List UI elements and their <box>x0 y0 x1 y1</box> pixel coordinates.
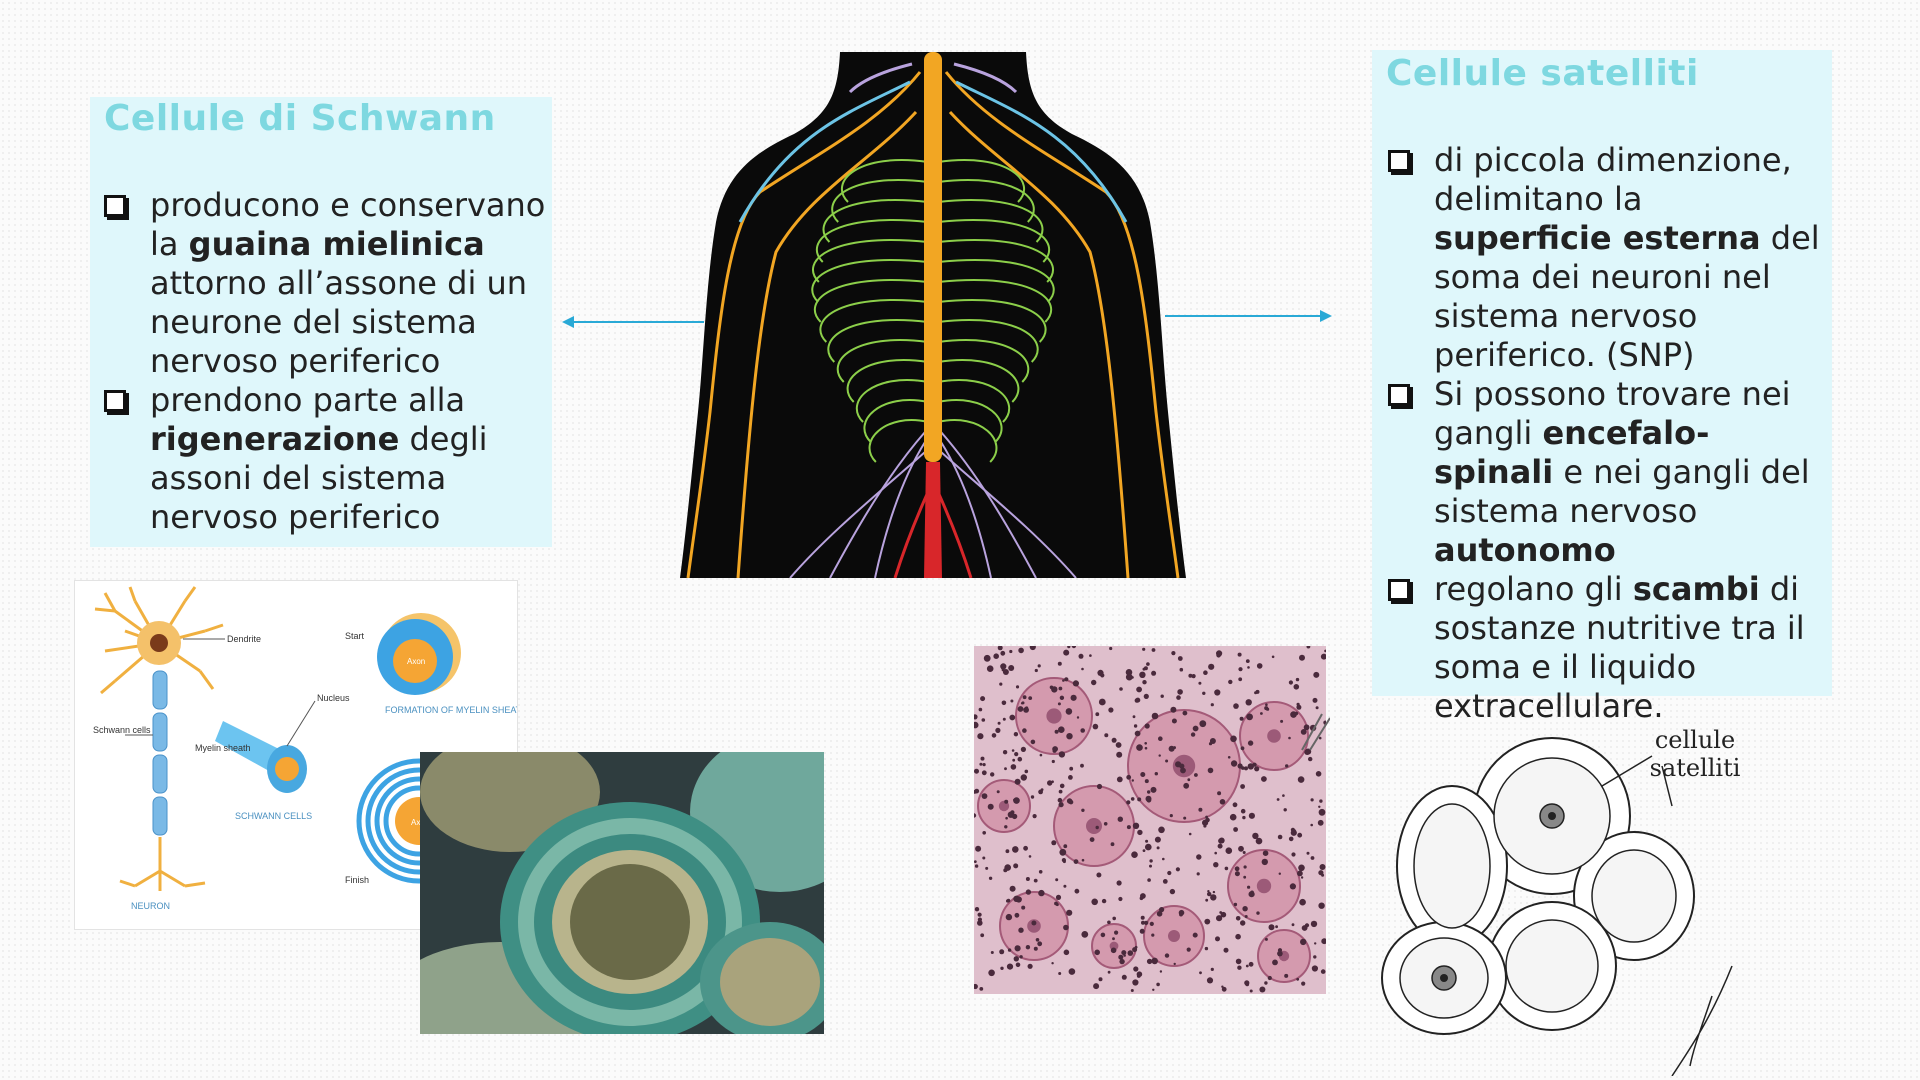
bold-term: encefalo-spinali <box>1434 414 1710 491</box>
myelin-sem-photo <box>420 752 824 1034</box>
text-run: di piccola dimenzione, delimitano la <box>1434 141 1792 218</box>
schwann-panel <box>90 97 552 547</box>
myelin-sheath-label: Myelin sheath <box>195 743 251 753</box>
satellite-bullet-list: di piccola dimenzione, delimitano la sup… <box>1388 141 1828 726</box>
text-run: Si possono trovare nei gangli <box>1434 375 1791 452</box>
formation-caption: FORMATION OF MYELIN SHEATH <box>385 705 517 715</box>
bullet-text: di piccola dimenzione, delimitano la sup… <box>1434 141 1820 374</box>
satellite-title: Cellule satelliti <box>1386 53 1699 94</box>
text-run: di sostanze nutritive tra il soma e il l… <box>1434 570 1805 725</box>
satellite-histology-photo <box>974 646 1326 994</box>
text-run: prendono parte alla <box>150 381 466 419</box>
text-run: producono e conservano la <box>150 186 546 263</box>
satellite-cells-drawing <box>1372 716 1772 1076</box>
bold-term: scambi <box>1632 570 1760 608</box>
neuron-caption: NEURON <box>131 901 170 911</box>
schwann-title: Cellule di Schwann <box>104 98 496 139</box>
schwann-cells-label: Schwann cells <box>93 725 151 735</box>
schwann-bullet-list: producono e conservano la guaina mielini… <box>104 186 552 537</box>
text-run: attorno all’assone di un neurone del sis… <box>150 264 528 380</box>
bullet-item: producono e conservano la guaina mielini… <box>104 186 552 381</box>
text-run: e nei gangli del sistema nervoso <box>1434 453 1810 530</box>
start-label: Start <box>345 631 365 641</box>
bullet-text: prendono parte alla rigenerazione degli … <box>150 381 488 536</box>
checkbox-bullet-icon <box>1388 384 1410 406</box>
bold-term: autonomo <box>1434 531 1616 569</box>
bold-term: superficie esterna <box>1434 219 1761 257</box>
dendrite-label: Dendrite <box>227 634 261 644</box>
bullet-text: regolano gli scambi di sostanze nutritiv… <box>1434 570 1805 725</box>
checkbox-bullet-icon <box>1388 579 1410 601</box>
bold-term: guaina mielinica <box>188 225 485 263</box>
text-run: regolano gli <box>1434 570 1633 608</box>
text-run: degli assoni del sistema nervoso perifer… <box>150 420 488 536</box>
nucleus-label: Nucleus <box>317 693 350 703</box>
bullet-text: Si possono trovare nei gangli encefalo-s… <box>1434 375 1810 569</box>
bold-term: rigenerazione <box>150 420 400 458</box>
satellite-panel <box>1372 50 1832 696</box>
satellite-cells-label: cellule satelliti <box>1649 726 1741 782</box>
axon-label-start: Axon <box>407 657 425 666</box>
checkbox-bullet-icon <box>104 195 126 217</box>
bullet-item: Si possono trovare nei gangli encefalo-s… <box>1388 375 1828 570</box>
bullet-item: prendono parte alla rigenerazione degli … <box>104 381 552 537</box>
finish-label: Finish <box>345 875 369 885</box>
bullet-text: producono e conservano la guaina mielini… <box>150 186 545 380</box>
histology-label-lines <box>1300 712 1331 752</box>
checkbox-bullet-icon <box>104 390 126 412</box>
checkbox-bullet-icon <box>1388 150 1410 172</box>
bullet-item: regolano gli scambi di sostanze nutritiv… <box>1388 570 1828 726</box>
schwann-cells-caption: SCHWANN CELLS <box>235 811 312 821</box>
bullet-item: di piccola dimenzione, delimitano la sup… <box>1388 141 1828 375</box>
text-run: del soma dei neuroni nel sistema nervoso… <box>1434 219 1820 374</box>
nervous-system-illustration <box>680 52 1186 578</box>
